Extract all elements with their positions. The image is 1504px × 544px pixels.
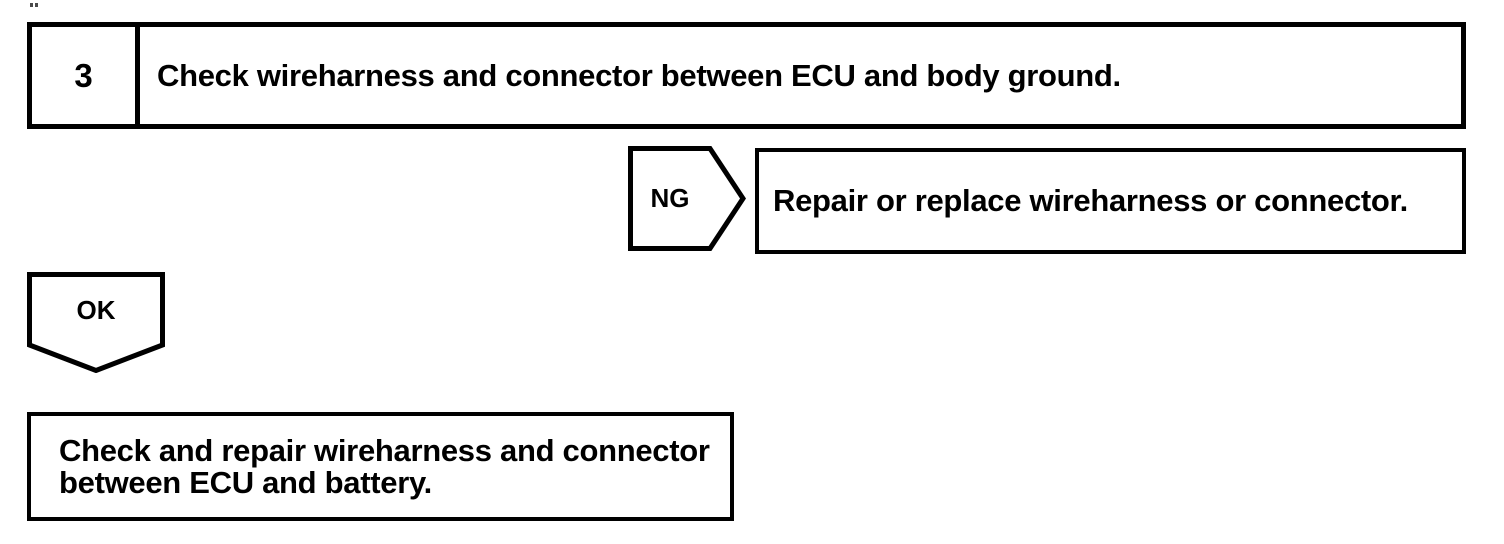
ng-arrow-shape xyxy=(628,146,746,251)
ok-result-text: Check and repair wireharness and connect… xyxy=(59,432,710,500)
ok-result-cell: Check and repair wireharness and connect… xyxy=(31,416,730,517)
ng-branch-arrow: NG xyxy=(628,146,746,251)
scan-speck-icon xyxy=(30,3,33,7)
ng-label: NG xyxy=(650,183,690,213)
ng-result-text: Repair or replace wireharness or connect… xyxy=(773,183,1408,218)
ng-result-box: Repair or replace wireharness or connect… xyxy=(755,148,1466,254)
ok-branch-arrow: OK xyxy=(27,272,165,373)
step-number-cell: 3 xyxy=(32,27,140,124)
scan-speck-icon xyxy=(35,3,38,7)
step-number: 3 xyxy=(74,57,93,94)
step-instruction-cell: Check wireharness and connector between … xyxy=(140,27,1461,124)
ng-result-cell: Repair or replace wireharness or connect… xyxy=(759,152,1462,250)
ok-arrow-shape xyxy=(27,272,165,373)
ok-label: OK xyxy=(76,294,116,325)
step-instruction-text: Check wireharness and connector between … xyxy=(157,57,1121,93)
step-3-box: 3 Check wireharness and connector betwee… xyxy=(27,22,1466,129)
ok-result-box: Check and repair wireharness and connect… xyxy=(27,412,734,521)
